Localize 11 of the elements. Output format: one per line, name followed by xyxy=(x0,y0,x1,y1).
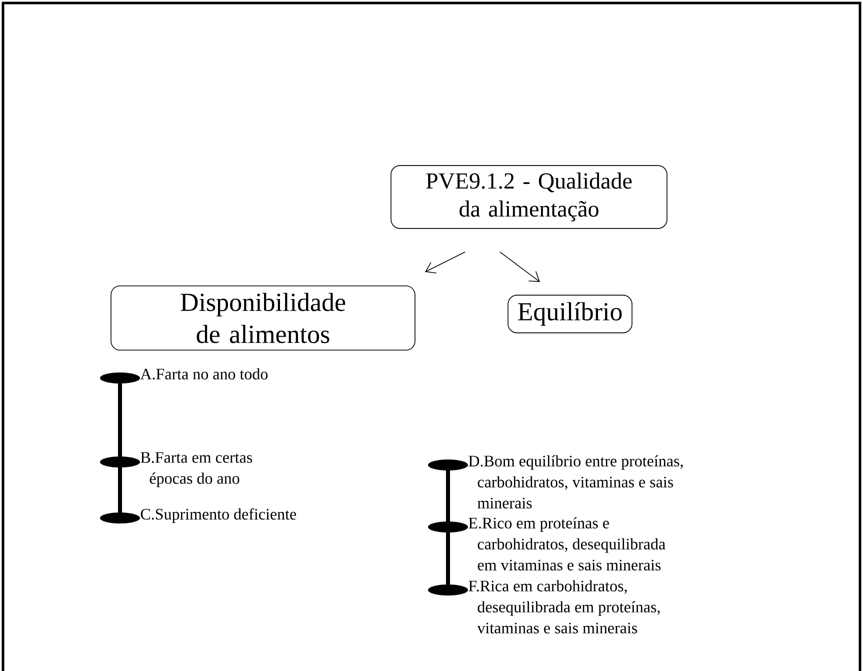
concept-box: PVE9.1.2 - Qualidade da alimentação xyxy=(390,165,668,229)
scale-label: A.Farta no ano todo xyxy=(140,368,268,380)
scale-label: B.Farta em certas épocas do ano xyxy=(140,452,252,488)
scale-label: D.Bom equilíbrio entre proteínas, carbohidratos, vitaminas e sais minerais xyxy=(468,455,683,508)
arrow xyxy=(500,252,540,282)
concept-box: Disponibilidade de alimentos xyxy=(110,285,416,351)
scale-label: C.Suprimento deficiente xyxy=(140,508,296,523)
concept-box: Equilíbrio xyxy=(508,294,632,334)
scale-label: F.Rica em carbohidratos, desequilibrada em proteínas, vitaminas e sais minerais xyxy=(468,580,660,634)
scale-label: E.Rico em proteínas e carbohidratos, desequilibrada em vitaminas e sais minerais xyxy=(468,517,666,570)
arrow xyxy=(425,252,466,274)
